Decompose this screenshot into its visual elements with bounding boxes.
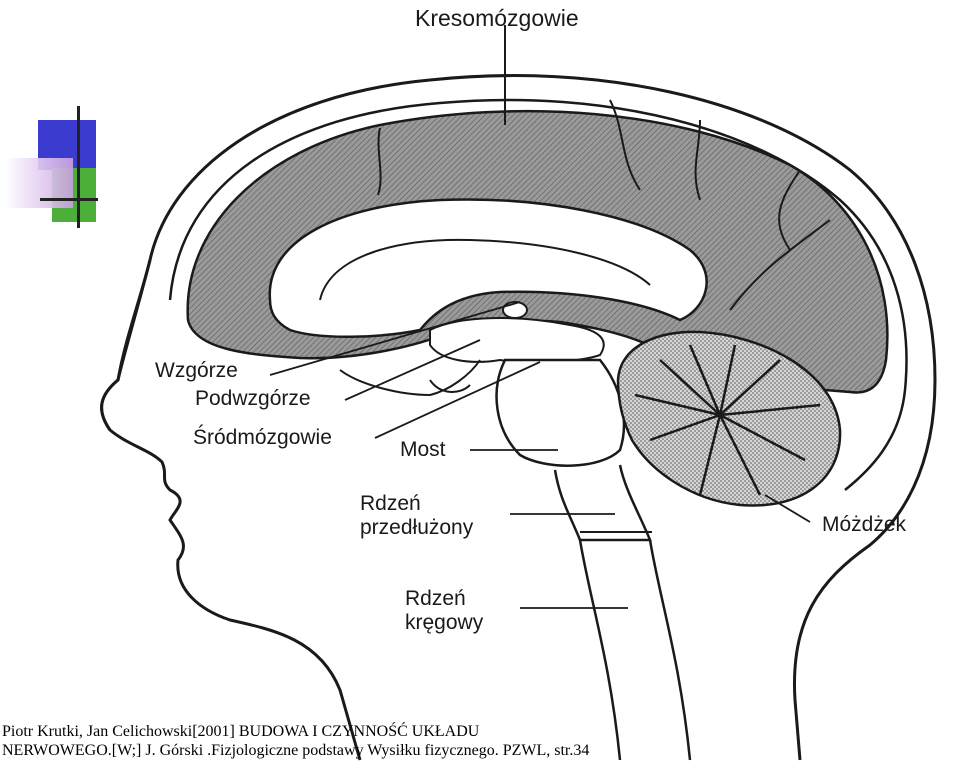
hypothalamus-region <box>340 360 480 395</box>
label-medulla-line2: przedłużony <box>360 516 474 539</box>
label-spinal-cord-line2: kręgowy <box>405 611 484 634</box>
thalamus-oval <box>503 302 527 318</box>
label-cerebellum: Móżdżek <box>822 513 907 536</box>
label-midbrain: Śródmózgowie <box>193 425 332 449</box>
label-hypothalamus: Podwzgórze <box>195 387 311 410</box>
label-thalamus: Wzgórze <box>155 359 238 382</box>
label-medulla-line1: Rdzeń <box>360 492 421 515</box>
citation: Piotr Krutki, Jan Celichowski[2001] BUDO… <box>2 722 589 760</box>
citation-line-1: Piotr Krutki, Jan Celichowski[2001] BUDO… <box>2 722 589 741</box>
label-cerebrum: Kresomózgowie <box>415 5 579 31</box>
medulla-region <box>555 465 650 540</box>
label-pons: Most <box>400 438 446 461</box>
spinal-cord <box>580 540 690 760</box>
label-spinal-cord-line1: Rdzeń <box>405 587 466 610</box>
citation-line-2: NERWOWEGO.[W;] J. Górski .Fizjologiczne … <box>2 741 589 760</box>
